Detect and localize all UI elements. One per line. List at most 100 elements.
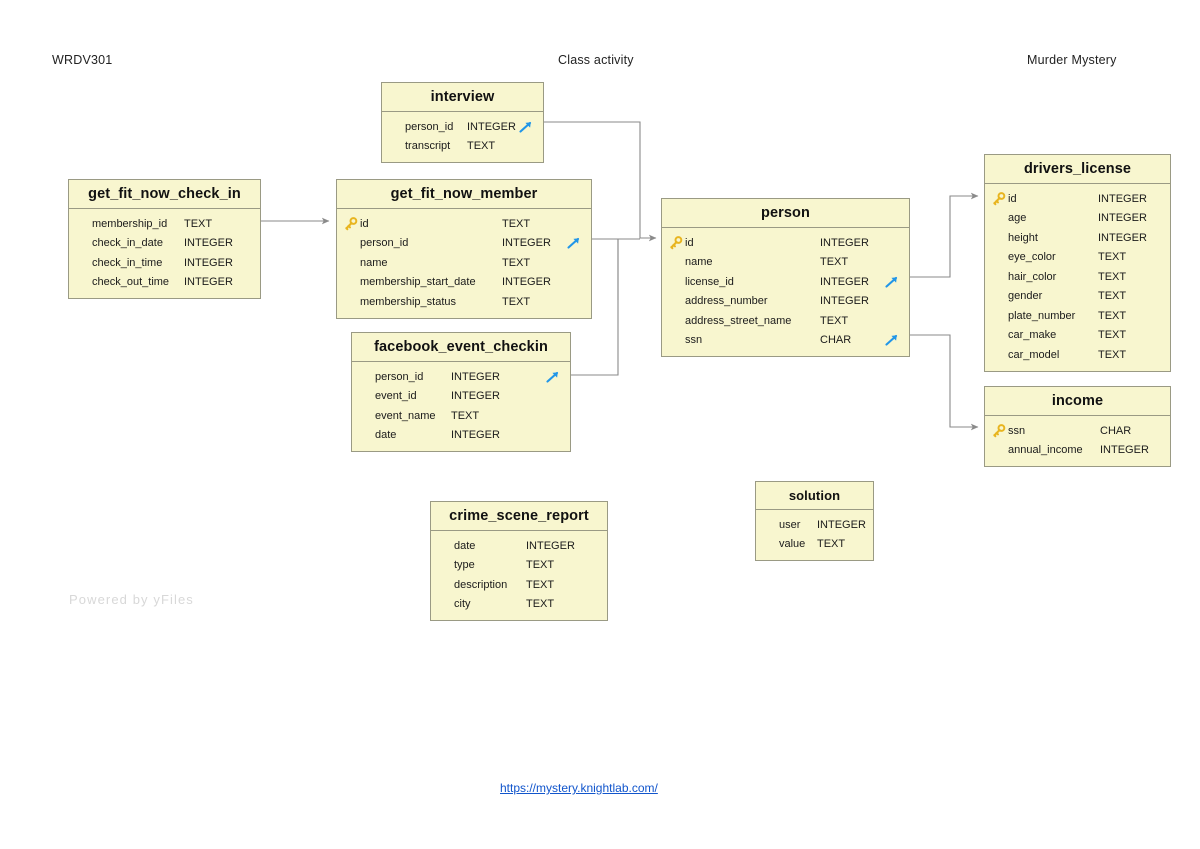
- table-title: interview: [382, 83, 543, 112]
- column-type: INTEGER: [1098, 231, 1147, 244]
- header-title: Class activity: [558, 53, 634, 67]
- column-type: INTEGER: [451, 390, 500, 403]
- column-icon-spacer: [343, 295, 358, 309]
- column-name: car_make: [1008, 329, 1057, 342]
- column-name: check_in_time: [92, 256, 163, 269]
- column-type: INTEGER: [184, 237, 233, 250]
- foreign-key-spacer: [565, 217, 585, 231]
- column-row: name TEXT: [337, 253, 591, 273]
- column-icon-spacer: [358, 409, 373, 423]
- table-title: solution: [756, 482, 873, 510]
- column-name: person_id: [375, 370, 424, 383]
- column-name: check_in_date: [92, 237, 163, 250]
- foreign-key-spacer: [883, 236, 903, 250]
- column-row: event_name TEXT: [352, 406, 570, 426]
- column-name: membership_start_date: [360, 276, 476, 289]
- column-name: description: [454, 578, 508, 591]
- column-type: CHAR: [1100, 424, 1132, 437]
- column-type: TEXT: [502, 256, 531, 269]
- column-row: membership_status TEXT: [337, 292, 591, 312]
- column-row: id INTEGER: [662, 233, 909, 253]
- column-name: id: [360, 217, 369, 230]
- column-name: name: [685, 256, 713, 269]
- foreign-key-spacer: [234, 275, 254, 289]
- foreign-key-spacer: [883, 314, 903, 328]
- table-title: get_fit_now_member: [337, 180, 591, 209]
- foreign-key-icon: [565, 236, 585, 250]
- column-icon-spacer: [437, 539, 452, 553]
- column-type: INTEGER: [817, 518, 866, 531]
- foreign-key-spacer: [1147, 231, 1167, 245]
- column-icon-spacer: [437, 558, 452, 572]
- foreign-key-spacer: [866, 518, 886, 532]
- column-icon-spacer: [668, 314, 683, 328]
- column-name: id: [685, 236, 694, 249]
- column-name: event_name: [375, 409, 436, 422]
- column-icon-spacer: [388, 120, 403, 134]
- foreign-key-spacer: [234, 236, 254, 250]
- column-type: TEXT: [451, 409, 480, 422]
- column-type: TEXT: [502, 295, 531, 308]
- column-type: TEXT: [467, 140, 496, 153]
- source-link[interactable]: https://mystery.knightlab.com/: [500, 781, 658, 795]
- primary-key-icon: [991, 191, 1006, 206]
- column-icon-spacer: [75, 217, 90, 231]
- foreign-key-spacer: [1149, 443, 1169, 457]
- column-name: name: [360, 256, 388, 269]
- foreign-key-spacer: [847, 537, 867, 551]
- column-type: INTEGER: [184, 276, 233, 289]
- wire-person-to-income: [910, 334, 979, 431]
- column-name: user: [779, 518, 801, 531]
- foreign-key-spacer: [1144, 270, 1164, 284]
- column-icon-spacer: [75, 236, 90, 250]
- column-type: INTEGER: [467, 120, 516, 133]
- primary-key-icon: [343, 216, 358, 231]
- column-name: membership_status: [360, 295, 456, 308]
- column-type: INTEGER: [184, 256, 233, 269]
- column-name: age: [1008, 212, 1027, 225]
- table-title: crime_scene_report: [431, 502, 607, 531]
- column-type: INTEGER: [526, 539, 575, 552]
- foreign-key-spacer: [1147, 211, 1167, 225]
- column-type: TEXT: [1098, 251, 1127, 264]
- column-type: TEXT: [820, 314, 849, 327]
- column-type: INTEGER: [820, 236, 869, 249]
- foreign-key-spacer: [883, 255, 903, 269]
- column-icon-spacer: [991, 211, 1006, 225]
- column-type: INTEGER: [1100, 444, 1149, 457]
- column-name: type: [454, 559, 475, 572]
- foreign-key-spacer: [1147, 192, 1167, 206]
- column-icon-spacer: [358, 389, 373, 403]
- column-icon-spacer: [991, 270, 1006, 284]
- foreign-key-spacer: [565, 275, 585, 289]
- column-icon-spacer: [991, 309, 1006, 323]
- foreign-key-spacer: [581, 578, 601, 592]
- column-name: event_id: [375, 390, 417, 403]
- foreign-key-spacer: [565, 295, 585, 309]
- table-title: person: [662, 199, 909, 228]
